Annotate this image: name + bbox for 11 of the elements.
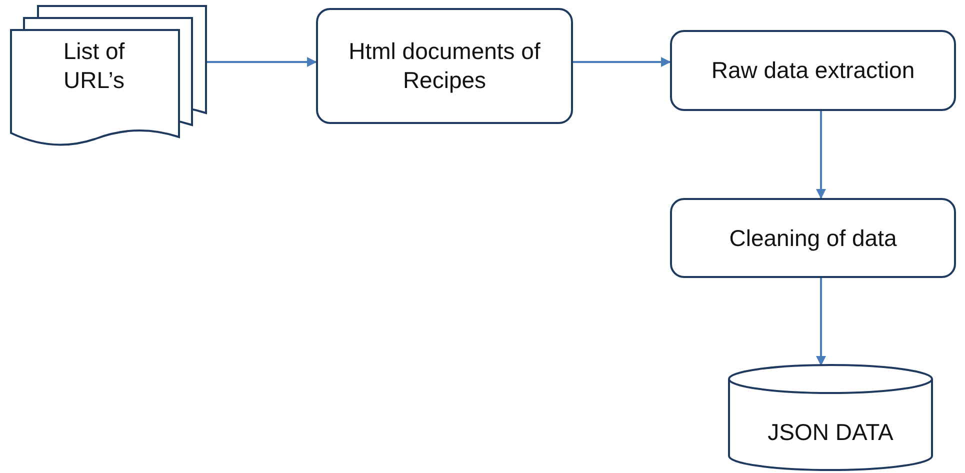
process-box xyxy=(316,8,573,124)
arrow xyxy=(206,57,317,67)
arrow xyxy=(816,111,826,199)
node-label: Cleaning of data xyxy=(729,224,897,252)
process-box xyxy=(670,198,956,278)
arrow xyxy=(573,57,671,67)
node-label: Html documents of Recipes xyxy=(348,37,542,95)
arrow xyxy=(816,278,826,366)
process-box xyxy=(670,30,956,111)
node-label: JSON DATA xyxy=(768,418,894,447)
node-label: Raw data extraction xyxy=(711,56,915,85)
